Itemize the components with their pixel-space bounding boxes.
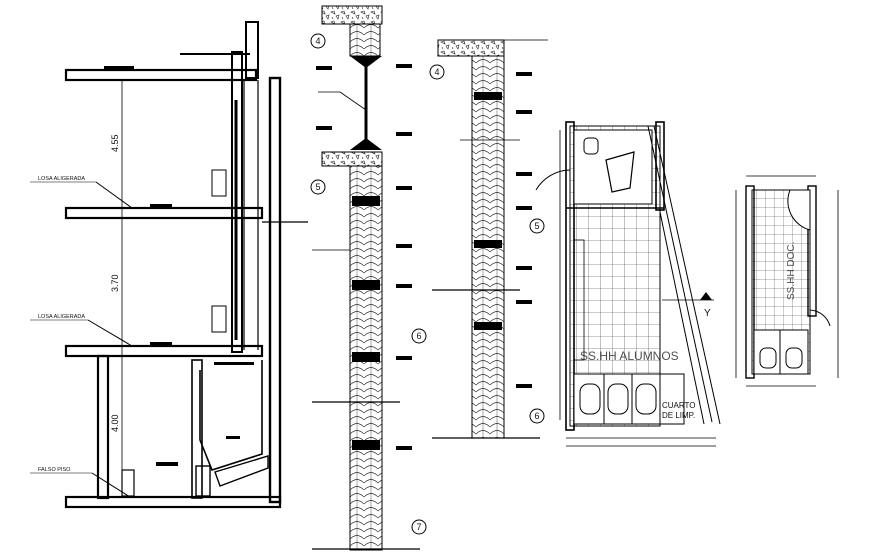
room-label-teachers: SS.HH DOC.: [786, 242, 797, 300]
room-label-students: SS.HH ALUMNOS: [580, 349, 679, 363]
svg-text:4: 4: [434, 67, 439, 77]
room-label-closet-2: DE LIMP.: [662, 411, 695, 420]
dim-lower: 4.00: [110, 414, 120, 432]
dim-upper: 4.55: [110, 134, 120, 152]
callout-a-6: 6: [411, 328, 427, 344]
callout-a-7: 7: [411, 519, 427, 535]
axis-label-y: Y: [704, 308, 711, 319]
dim-middle: 3.70: [110, 274, 120, 292]
toilet-plan: [535, 121, 721, 447]
callout-a-4: 4: [310, 33, 326, 49]
wall-detail-a: [312, 5, 420, 551]
callout-a-5: 5: [310, 179, 326, 195]
label-slab-lower: LOSA ALIGERADA: [38, 314, 85, 320]
svg-text:6: 6: [534, 411, 539, 421]
svg-text:6: 6: [416, 331, 421, 341]
label-slab-upper: LOSA ALIGERADA: [38, 176, 85, 182]
room-label-closet-1: CUARTO: [662, 401, 696, 410]
svg-text:5: 5: [315, 182, 320, 192]
building-section: [30, 21, 308, 509]
teacher-toilet-plan: [735, 175, 839, 387]
svg-text:4: 4: [315, 36, 320, 46]
callout-b-4: 4: [429, 64, 445, 80]
svg-text:5: 5: [534, 221, 539, 231]
callout-b-6: 6: [529, 408, 545, 424]
svg-text:7: 7: [416, 522, 421, 532]
label-false-floor: FALSO PISO: [38, 467, 71, 473]
callout-b-5: 5: [529, 218, 545, 234]
wall-detail-b: [432, 39, 548, 439]
